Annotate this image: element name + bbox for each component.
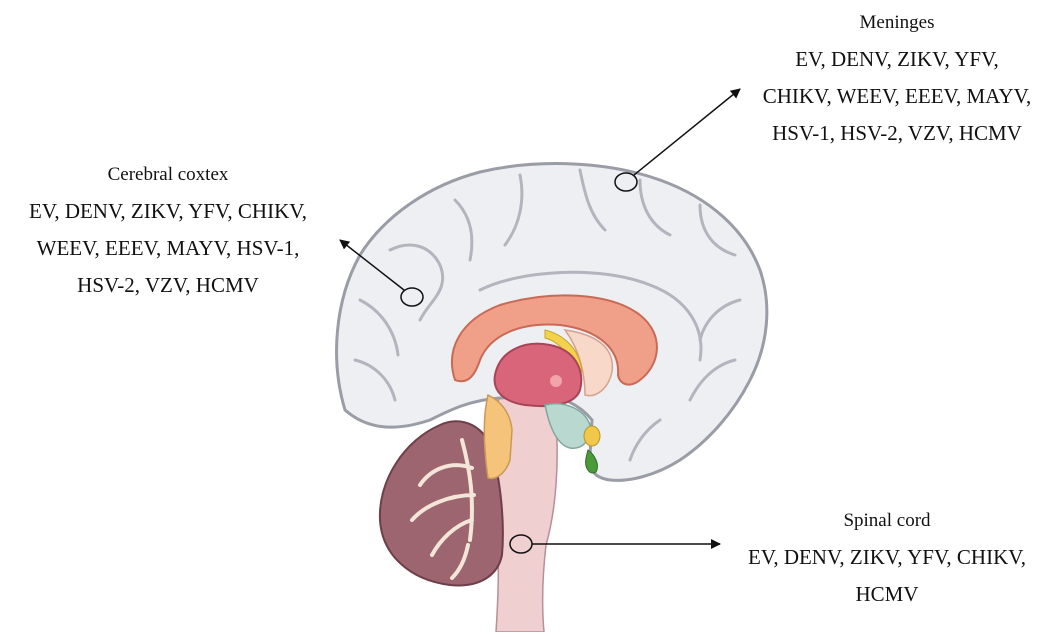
meninges-title: Meninges (735, 4, 1059, 41)
spinal-cord-line-1: EV, DENV, ZIKV, YFV, CHIKV, (722, 539, 1052, 576)
cortex-line-2: WEEV, EEEV, MAYV, HSV-1, (0, 230, 336, 267)
spinal-cord-line-2: HCMV (722, 576, 1052, 613)
thalamus (495, 344, 582, 406)
meninges-label: Meninges EV, DENV, ZIKV, YFV, CHIKV, WEE… (735, 4, 1059, 152)
meninges-line-2: CHIKV, WEEV, EEEV, MAYV, (735, 78, 1059, 115)
cortex-title: Cerebral coxtex (0, 156, 336, 193)
thalamus-dot (550, 375, 562, 387)
cortex-label: Cerebral coxtex EV, DENV, ZIKV, YFV, CHI… (0, 156, 336, 304)
cortex-line-1: EV, DENV, ZIKV, YFV, CHIKV, (0, 193, 336, 230)
mammillary-body (584, 426, 600, 446)
meninges-line-3: HSV-1, HSV-2, VZV, HCMV (735, 115, 1059, 152)
arrow-meninges (634, 89, 740, 175)
spinal-cord-title: Spinal cord (722, 502, 1052, 539)
cortex-line-3: HSV-2, VZV, HCMV (0, 267, 336, 304)
meninges-line-1: EV, DENV, ZIKV, YFV, (735, 41, 1059, 78)
spinal-cord-label: Spinal cord EV, DENV, ZIKV, YFV, CHIKV, … (722, 502, 1052, 613)
